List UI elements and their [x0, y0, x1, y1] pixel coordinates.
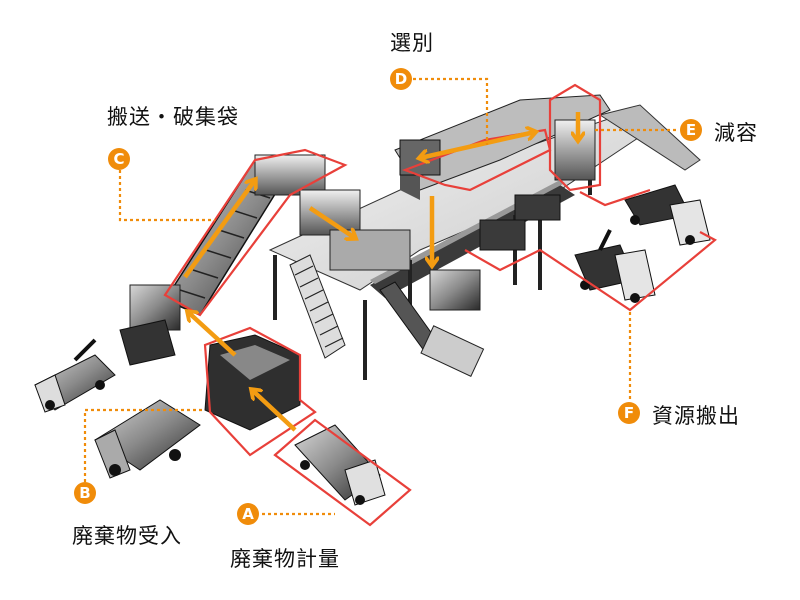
- leader-d: [413, 77, 489, 145]
- outline-c-conveyor: [163, 148, 348, 317]
- vehicles: [34, 184, 711, 506]
- packer-truck-a: [294, 424, 386, 506]
- step-badge-f: F: [618, 402, 640, 424]
- arrow-conveyor-up: [183, 180, 255, 279]
- arrow-to-platform: [308, 206, 355, 238]
- step-badge-d: D: [390, 68, 412, 90]
- arrow-sorting-both: [420, 132, 535, 158]
- arrow-pit-to-conveyor: [188, 312, 237, 357]
- arrow-truck-to-pit: [252, 390, 297, 432]
- step-label-a: 廃棄物計量: [230, 547, 340, 571]
- step-label-c: 搬送・破集袋: [107, 105, 239, 129]
- step-label-d: 選別: [390, 31, 434, 55]
- outline-b-receiving: [203, 326, 317, 457]
- outline-a-weighing: [273, 418, 412, 527]
- step-label-e: 減容: [714, 121, 758, 145]
- roll-off-truck: [34, 338, 116, 413]
- staircase: [289, 254, 346, 359]
- flow-arrows: [183, 112, 578, 432]
- hook-lift-truck: [574, 229, 656, 303]
- step-label-b: 廃棄物受入: [72, 524, 182, 548]
- leader-b: [83, 408, 205, 482]
- dump-truck: [624, 184, 711, 246]
- leader-c: [118, 170, 215, 222]
- outline-e-compaction: [548, 83, 602, 192]
- leader-lines: [83, 77, 678, 516]
- packer-truck-b: [94, 399, 201, 479]
- outline-f-outgoing: [464, 231, 717, 312]
- step-badge-c: C: [108, 148, 130, 170]
- area-outlines: [163, 83, 717, 527]
- step-label-f: 資源搬出: [652, 404, 740, 428]
- step-badge-e: E: [680, 119, 702, 141]
- step-badge-b: B: [74, 482, 96, 504]
- step-badge-a: A: [237, 503, 259, 525]
